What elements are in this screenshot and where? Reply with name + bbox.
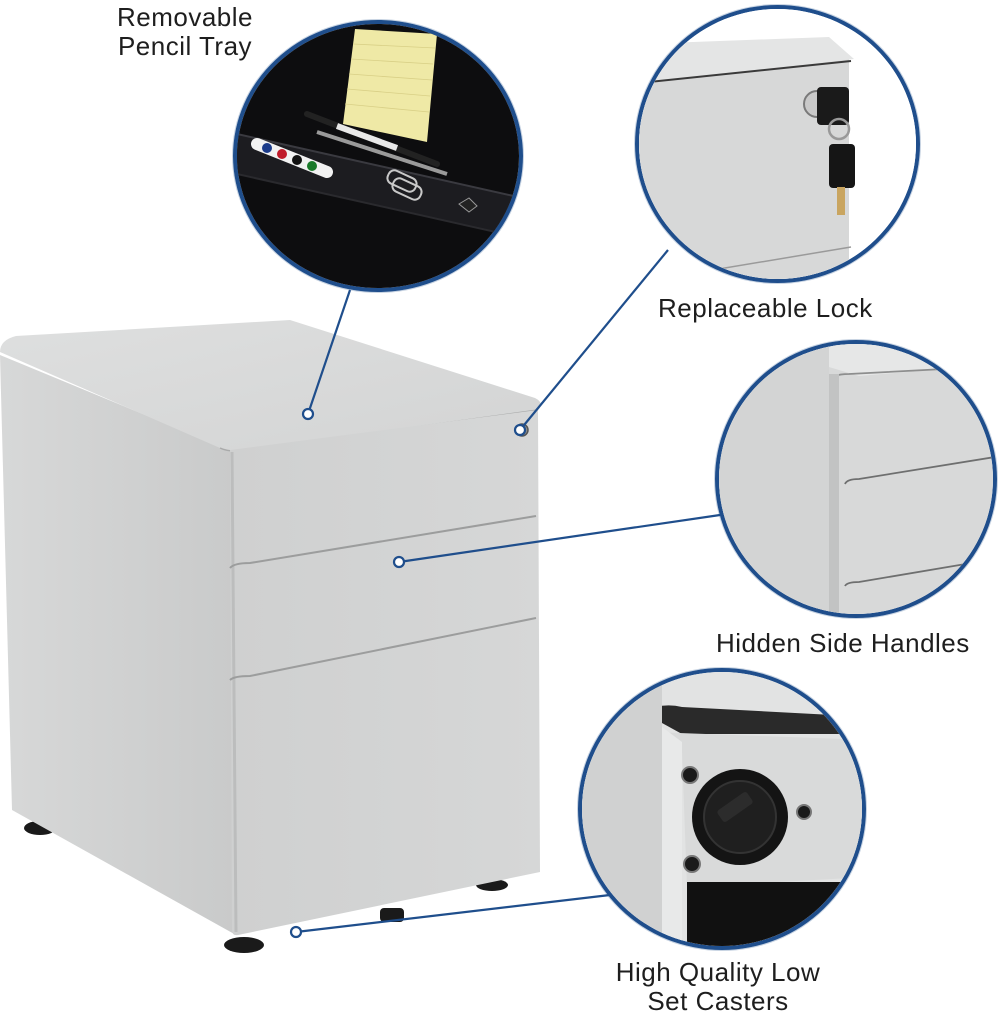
detail-circle-side-handles bbox=[715, 340, 997, 618]
detail-circle-lock bbox=[635, 5, 920, 283]
callout-label-lock: Replaceable Lock bbox=[658, 293, 873, 323]
detail-circle-pencil-tray bbox=[233, 20, 523, 292]
detail-circle-casters bbox=[578, 668, 866, 950]
callout-label-pencil-tray: Removable Pencil Tray bbox=[116, 2, 253, 61]
lock-detail-image bbox=[639, 9, 916, 279]
pencil-tray-detail-image bbox=[237, 24, 519, 288]
casters-detail-image bbox=[582, 672, 862, 946]
side-handles-detail-image bbox=[719, 344, 993, 614]
callout-label-side-handles: Hidden Side Handles bbox=[716, 628, 970, 658]
callout-label-casters: High Quality Low Set Casters bbox=[615, 957, 821, 1016]
